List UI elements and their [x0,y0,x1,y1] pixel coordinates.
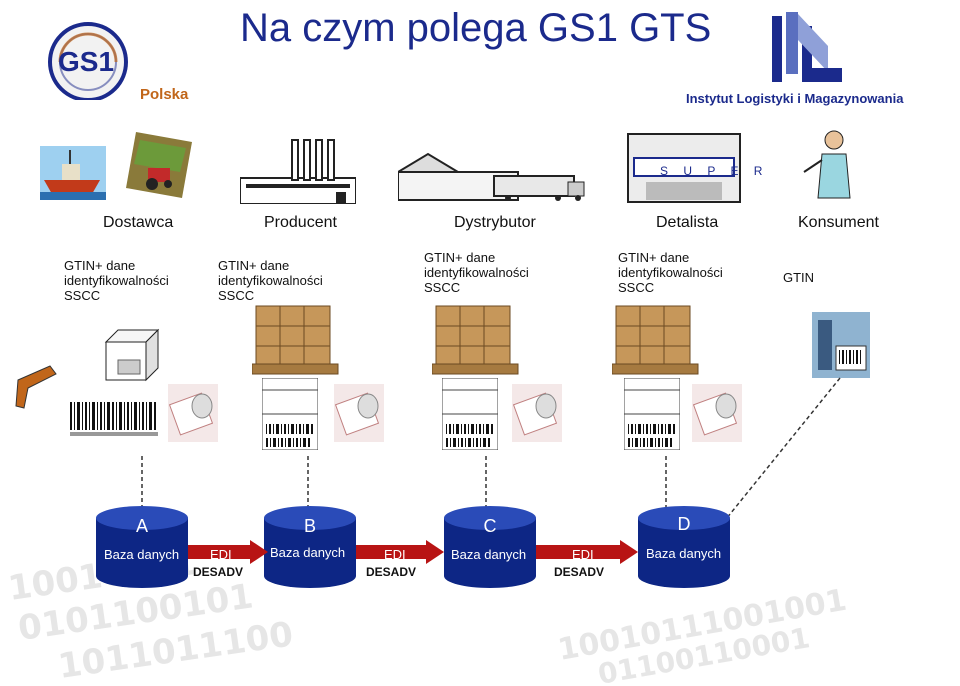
role-detalista: Detalista [656,214,719,231]
desadv-label: DESADV [193,565,244,579]
label-printer-icon [512,384,562,442]
role-dostawca: Dostawca [103,214,174,231]
info-line: SSCC [618,280,655,295]
info-block-konsument: GTIN [783,270,814,285]
info-line: identyfikowalności [64,273,169,288]
desadv-label: DESADV [554,565,605,579]
info-line: GTIN+ dane [64,258,136,273]
sscc-label-icon [624,378,680,450]
database-b-letter: B [303,516,316,536]
info-line: identyfikowalności [424,265,529,280]
info-block-dostawca: GTIN+ dane identyfikowalności SSCC [64,258,169,303]
info-line: GTIN+ dane [218,258,290,273]
warehouse-truck-icon [398,152,585,201]
info-line: SSCC [218,288,255,303]
barcode-scanner-icon [15,365,57,409]
ilm-logo-text: Instytut Logistyki i Magazynowania [686,91,904,106]
pallet-icon [252,305,339,375]
info-line: SSCC [424,280,461,295]
supermarket-sign: S U P E R [660,164,769,178]
gs1-polska-text: Polska [140,86,189,103]
pallet-icon [432,305,519,375]
info-block-dystrybutor: GTIN+ dane identyfikowalności SSCC [424,250,529,295]
page-title: Na czym polega GS1 GTS [240,6,712,50]
database-a-cylinder [96,506,188,588]
role-dystrybutor: Dystrybutor [454,214,536,231]
fishing-boat-icon [40,146,106,200]
sscc-barcode [70,402,158,436]
database-c-cylinder [444,506,536,588]
factory-icon [240,139,356,204]
ilm-logo [772,12,842,82]
database-c-label: Baza danych [451,547,527,562]
carton-icon [104,328,160,382]
pallet-icon [612,305,699,375]
role-producent: Producent [264,214,337,231]
sscc-label-icon [442,378,498,450]
database-a-letter: A [135,516,148,536]
info-line: identyfikowalności [218,273,323,288]
database-d-letter: D [677,514,691,534]
database-d-label: Baza danych [646,546,722,561]
info-block-producent: GTIN+ dane identyfikowalności SSCC [218,258,323,303]
edi-arrow [536,540,638,564]
retail-barcode-icon [812,312,870,378]
edi-label: EDI [384,547,406,562]
binary-watermark: 10010011 0101100101 1011011100 100101110… [6,560,850,686]
info-line: GTIN [783,270,815,285]
sscc-label-icon [262,378,318,450]
database-d-cylinder [638,506,730,588]
role-konsument: Konsument [798,214,879,231]
supermarket-icon [627,133,741,203]
label-printer-icon [692,384,742,442]
info-line: GTIN+ dane [424,250,496,265]
edi-label: EDI [572,547,594,562]
database-c-letter: C [483,516,497,536]
database-a-label: Baza danych [104,547,180,562]
consumer-woman-icon [803,130,851,199]
info-line: GTIN+ dane [618,250,690,265]
label-printer-icon [168,384,218,442]
edi-arrow [356,540,444,564]
gs1-logo [48,22,128,100]
info-line: identyfikowalności [618,265,723,280]
info-block-detalista: GTIN+ dane identyfikowalności SSCC [618,250,723,295]
farm-tractor-icon [126,132,192,198]
database-b-label: Baza danych [270,545,346,560]
edi-label: EDI [210,547,232,562]
edi-arrow [188,540,268,564]
label-printer-icon [334,384,384,442]
database-b-cylinder [264,506,356,588]
desadv-label: DESADV [366,565,417,579]
gs1-logo-text: GS1 [58,46,115,77]
info-line: SSCC [64,288,101,303]
